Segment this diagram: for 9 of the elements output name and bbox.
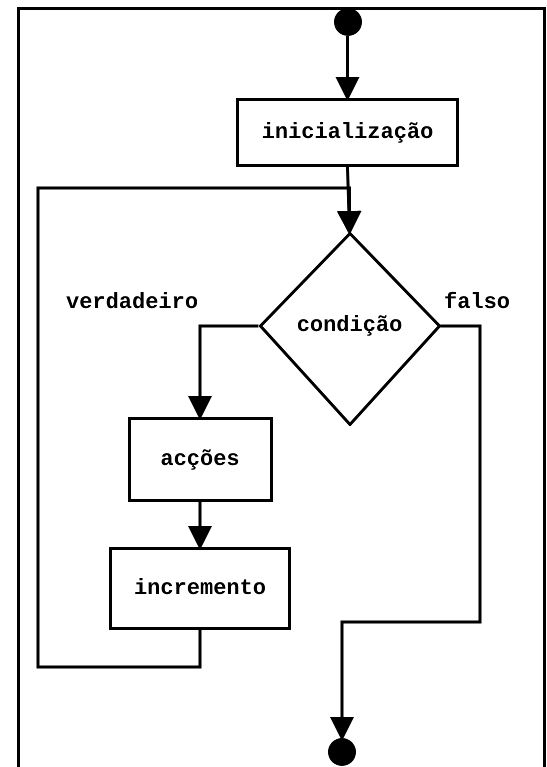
arrow: [336, 36, 360, 101]
process-box: incremento: [109, 547, 291, 630]
arrow: [188, 502, 212, 550]
process-box: acções: [128, 417, 272, 502]
decision-text: condição: [296, 312, 402, 340]
arrow: [330, 324, 482, 741]
arrow: [188, 324, 258, 420]
process-box: inicialização: [236, 98, 459, 167]
arrow: [36, 186, 362, 668]
